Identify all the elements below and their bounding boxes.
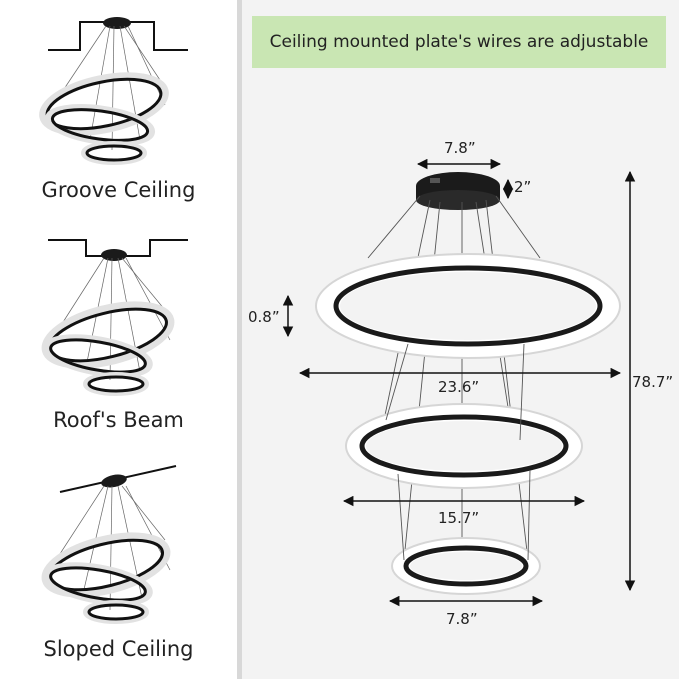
sloped-ceiling-illustration — [41, 465, 177, 624]
roofs-beam-label: Roof's Beam — [53, 408, 184, 432]
large-ring-diameter-label: 23.6” — [438, 378, 480, 396]
dimension-arrows — [282, 158, 636, 607]
canopy-height-label: 2” — [514, 178, 532, 196]
roofs-beam-illustration — [41, 239, 188, 396]
ring-thickness-label: 0.8” — [248, 308, 280, 326]
groove-ceiling-label: Groove Ceiling — [41, 178, 196, 202]
small-ring-diameter-label: 7.8” — [446, 610, 478, 628]
total-height-label: 78.7” — [632, 373, 674, 391]
banner-text: Ceiling mounted plate's wires are adjust… — [269, 32, 649, 52]
sloped-ceiling-label: Sloped Ceiling — [43, 637, 194, 661]
groove-ceiling-illustration — [39, 17, 188, 165]
canopy-width-label: 7.8” — [444, 139, 476, 157]
medium-ring-diameter-label: 15.7” — [438, 509, 480, 527]
chandelier-diagram — [315, 172, 621, 595]
info-banner: Ceiling mounted plate's wires are adjust… — [252, 16, 666, 68]
panel-divider — [237, 0, 242, 679]
